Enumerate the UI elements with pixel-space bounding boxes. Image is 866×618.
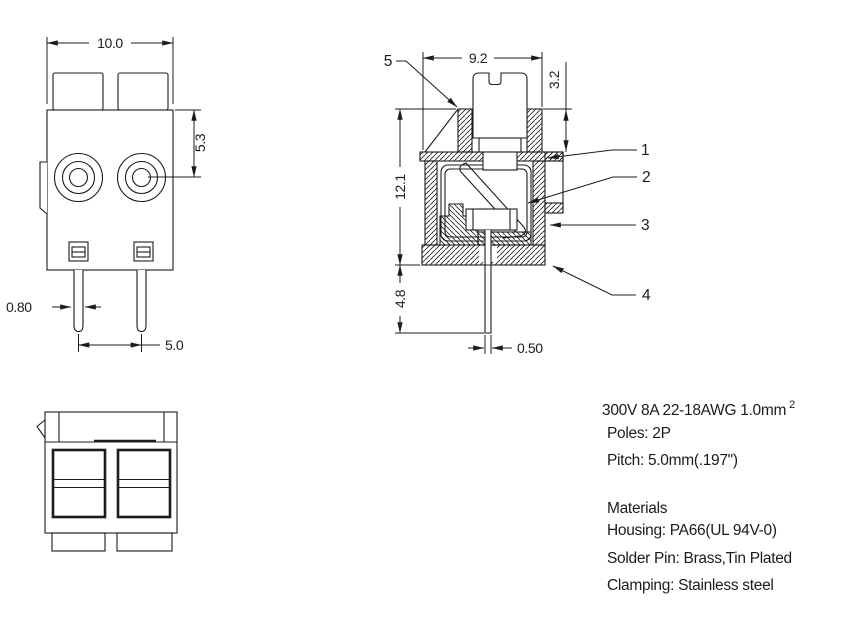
rating-text: 300V 8A 22-18AWG 1.0mm (602, 402, 787, 419)
body-wall-left (424, 160, 438, 246)
tower-wall-right (526, 108, 543, 153)
bottom-body-outline (44, 411, 178, 534)
screw-tower-left (52, 72, 104, 111)
dim-front-pin-width: 0.80 (6, 299, 32, 315)
solder-pin-line: Solder Pin: Brass,Tin Plated (607, 550, 792, 567)
polarity-mark (36, 418, 46, 440)
wire-opening-left (51, 448, 107, 519)
wire-window-left (68, 241, 89, 262)
section-screw-tip (482, 151, 518, 171)
tower-foot-left (51, 532, 106, 552)
solder-pin-right-front (136, 270, 147, 333)
materials-title: Materials (607, 500, 668, 517)
wire-clamp-block (465, 208, 518, 231)
leader-4 (552, 265, 636, 296)
chamfer-edge (424, 108, 459, 153)
wire-window-right (133, 241, 154, 262)
leader-1 (547, 149, 637, 160)
clamping-line: Clamping: Stainless steel (607, 577, 774, 594)
leader-5 (396, 60, 458, 108)
front-view-dimensions (46, 35, 201, 352)
callout-leaders (396, 60, 637, 296)
dim-front-width: 10.0 (97, 35, 123, 51)
section-view (419, 72, 564, 334)
body-wall-right (532, 160, 546, 246)
section-view-dimensions (393, 50, 572, 354)
leader-2 (527, 176, 637, 204)
screw-left (53, 152, 104, 203)
callout-3: 3 (641, 217, 649, 234)
bottom-view (36, 411, 178, 552)
dim-section-flange-step: 3.2 (546, 70, 562, 89)
housing-line: Housing: PA66(UL 94V-0) (607, 522, 777, 539)
screw-tower-right (117, 72, 169, 111)
dim-front-screw-offset: 5.3 (192, 133, 208, 152)
callout-4: 4 (642, 287, 651, 304)
tower-foot-right (116, 532, 173, 552)
poles-line: Poles: 2P (607, 425, 671, 442)
dim-front-pitch: 5.0 (165, 337, 184, 353)
side-latch-ear (39, 161, 48, 215)
tower-wall-left (457, 108, 473, 153)
front-view (39, 72, 174, 333)
pitch-line: Pitch: 5.0mm(.197") (607, 452, 738, 469)
solder-pin-section (484, 230, 492, 334)
callout-1: 1 (641, 142, 649, 159)
wire-entry-jaw (544, 202, 564, 214)
front-body-outline (46, 109, 174, 271)
solder-pin-left-front (73, 270, 84, 333)
rating-superscript: 2 (789, 399, 795, 411)
dim-section-top-width: 9.2 (469, 50, 488, 66)
callout-2: 2 (642, 169, 650, 186)
dim-section-pin-length: 4.8 (392, 289, 408, 308)
dim-section-pin-thickness: 0.50 (517, 340, 543, 356)
section-screw-shank (478, 137, 522, 153)
section-screw-head (472, 72, 528, 139)
dim-section-body-height: 12.1 (392, 174, 408, 200)
wire-opening-right (116, 448, 172, 519)
callout-5: 5 (384, 53, 392, 70)
